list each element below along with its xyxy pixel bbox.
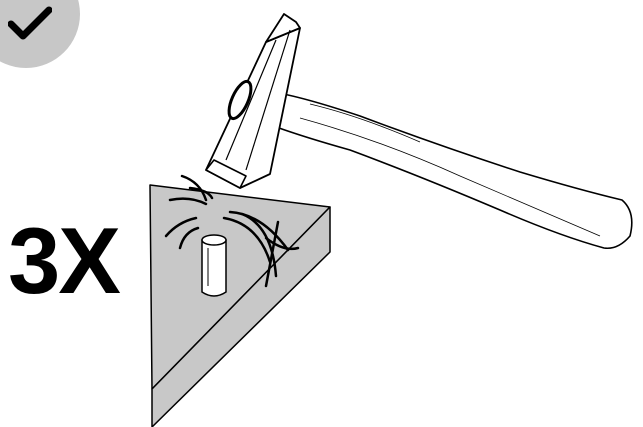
checkmark-icon — [8, 6, 52, 40]
status-badge — [0, 0, 80, 68]
impact-lines — [164, 174, 300, 288]
repeat-count-label: 3X — [8, 208, 121, 313]
hammer-icon — [205, 13, 633, 250]
board-icon — [149, 184, 331, 427]
pin-icon — [201, 234, 227, 297]
